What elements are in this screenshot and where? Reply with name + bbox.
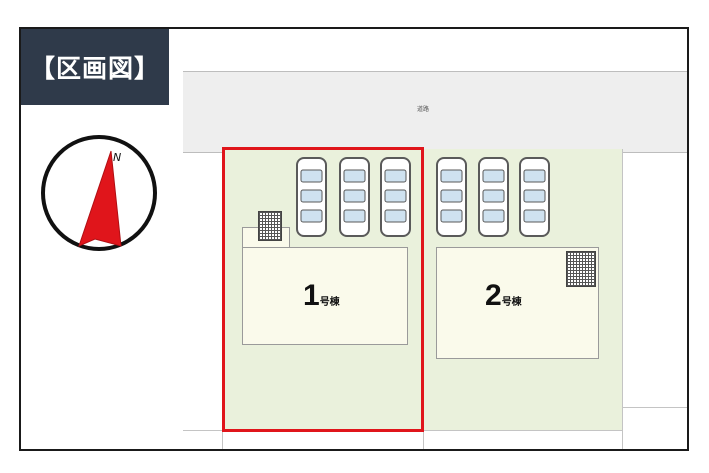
neighbor-boundary [622,407,687,408]
house-1-label: 1号棟 [303,279,340,313]
house-1-suffix: 号棟 [319,297,340,308]
north-compass-icon: N [41,135,157,251]
house-2-suffix: 号棟 [501,297,522,308]
parking-space-icon [380,157,411,237]
house-2-grating-icon [566,251,596,287]
site-plan-frame: 【区画図】 道路 N [19,27,689,451]
road [183,71,687,153]
parking-space-icon [519,157,550,237]
house-2-number: 2 [485,279,502,312]
house-1-number: 1 [303,279,320,312]
house-2-label: 2号棟 [485,279,522,313]
parking-space-icon [436,157,467,237]
plan-title: 【区画図】 [21,29,169,105]
parking-space-icon [478,157,509,237]
parking-space-icon [339,157,370,237]
house-1-grating-icon [258,211,282,241]
compass-needle [78,150,122,247]
lot-1-selection-outline [222,147,424,432]
road-label: 道路 [417,106,430,113]
parking-space-icon [296,157,327,237]
compass-north-label: N [113,151,121,164]
house-1-footprint[interactable] [242,247,408,345]
lot-boundary-right [622,149,623,449]
